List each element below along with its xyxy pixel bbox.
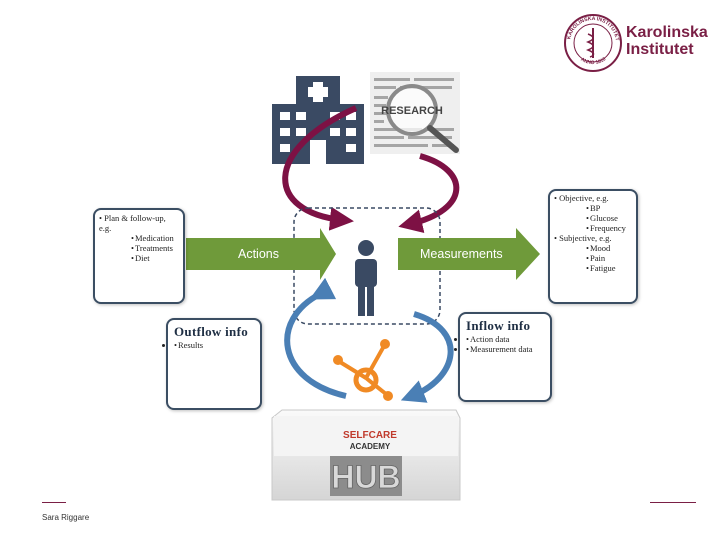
research-image: RESEARCH <box>370 72 460 154</box>
inflow-info-box: Inflow info Action data Measurement data <box>458 312 552 402</box>
magnifier-icon <box>386 84 438 136</box>
hub-device: SELFCARE ACADEMY HUB <box>271 409 461 501</box>
plan-line2: e.g. <box>99 223 112 233</box>
inflow-item: Action data <box>466 334 544 344</box>
plan-item: Medication <box>131 233 179 243</box>
subjective-label: • Subjective, e.g. <box>554 233 612 243</box>
subjective-item: Pain <box>586 253 632 263</box>
svg-text:ANNO 1810: ANNO 1810 <box>579 56 607 66</box>
plan-items: Medication Treatments Diet <box>99 233 179 263</box>
objective-item: Glucose <box>586 213 632 223</box>
hub-brand-top: SELFCARE <box>343 430 397 441</box>
network-hub-icon <box>333 339 393 401</box>
measurements-label: Measurements <box>420 247 503 261</box>
seal-year: ANNO 1810 <box>579 56 607 66</box>
purple-arrow-right <box>398 153 460 233</box>
hub-label: HUB <box>331 459 400 495</box>
plan-box: • Plan & follow-up, e.g. Medication Trea… <box>93 208 185 304</box>
measurements-arrow <box>398 228 540 280</box>
inflow-items: Action data Measurement data <box>466 334 544 354</box>
objective-items: BP Glucose Frequency <box>554 203 632 233</box>
research-word: RESEARCH <box>381 105 443 117</box>
plan-item: Treatments <box>131 243 179 253</box>
karolinska-logo: KAROLINSKA INSTITUTET ANNO 1810 Karolins… <box>562 12 708 74</box>
plan-line1: • Plan & follow-up, <box>99 213 166 223</box>
karolinska-wordmark: Karolinska Institutet <box>626 24 708 58</box>
plan-item: Diet <box>131 253 179 263</box>
hub-brand-bottom: ACADEMY <box>350 442 391 451</box>
blue-arrow-left <box>284 277 347 399</box>
objective-item: BP <box>586 203 632 213</box>
subjective-items: Mood Pain Fatigue <box>554 243 632 273</box>
outflow-title: Outflow info <box>174 324 249 339</box>
outflow-items: Results <box>174 340 254 350</box>
actions-arrow <box>186 228 336 280</box>
logo-line2: Institutet <box>626 41 694 58</box>
footer-author: Sara Riggare <box>42 513 90 522</box>
logo-line1: Karolinska <box>626 24 708 41</box>
inflow-title: Inflow info <box>466 318 531 333</box>
footer-line-right <box>650 502 696 503</box>
person-icon <box>355 240 377 316</box>
inflow-item: Measurement data <box>466 344 544 354</box>
subjective-item: Mood <box>586 243 632 253</box>
objective-item: Frequency <box>586 223 632 233</box>
measurements-box: • Objective, e.g. BP Glucose Frequency •… <box>548 189 638 304</box>
actions-label: Actions <box>238 247 279 261</box>
outflow-info-box: Outflow info Results <box>166 318 262 410</box>
hospital-icon <box>272 76 364 164</box>
blue-arrow-right <box>400 311 454 403</box>
footer-line-left <box>42 502 66 503</box>
purple-arrow-left <box>282 105 358 231</box>
karolinska-seal-icon: KAROLINSKA INSTITUTET ANNO 1810 <box>564 14 622 72</box>
outflow-item: Results <box>174 340 254 350</box>
objective-label: • Objective, e.g. <box>554 193 609 203</box>
subjective-item: Fatigue <box>586 263 632 273</box>
